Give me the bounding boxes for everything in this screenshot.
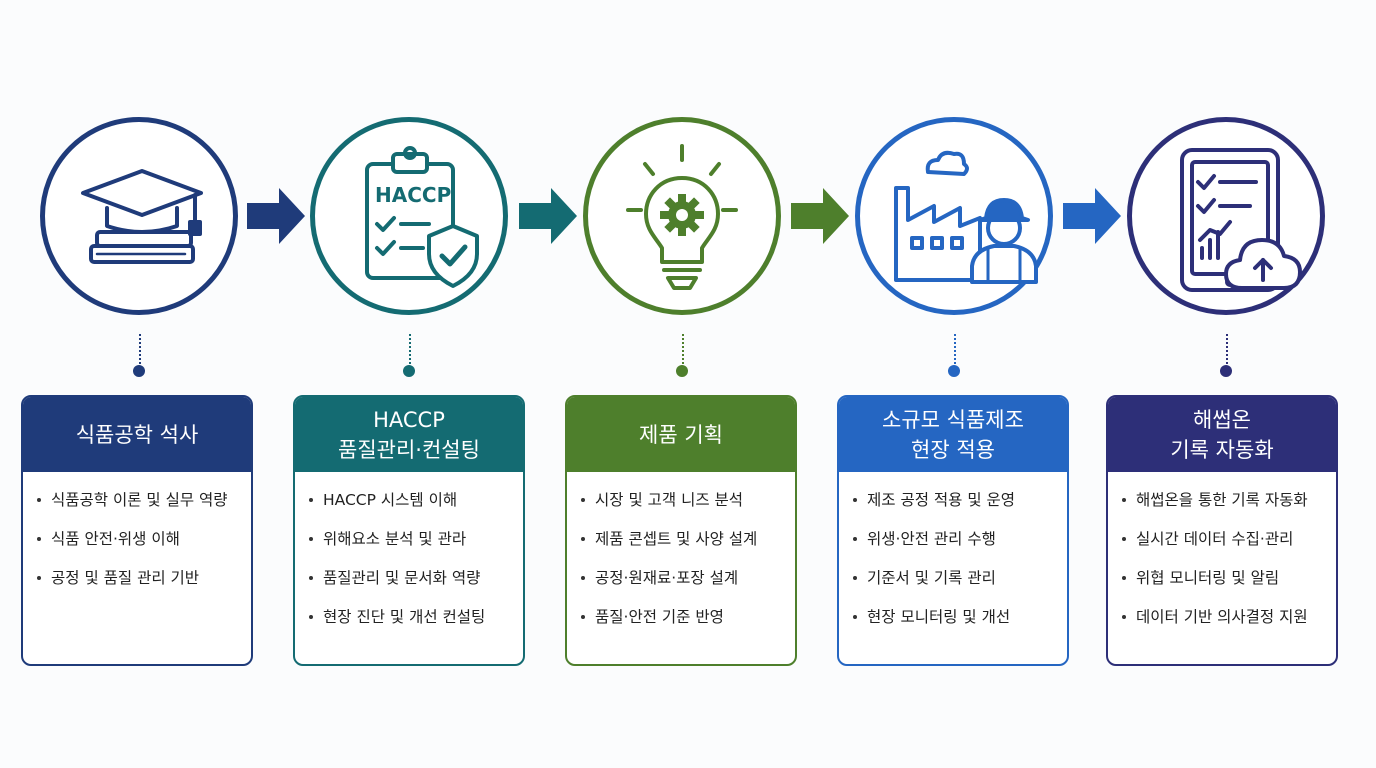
- list-item: 위생·안전 관리 수행: [853, 529, 1067, 568]
- graduation-cap-books-icon: [81, 169, 203, 264]
- list-item: 공정 및 품질 관리 기반: [37, 568, 251, 607]
- arrow-4-icon: [1063, 186, 1121, 246]
- list-item: 현장 진단 및 개선 컨설팅: [309, 607, 523, 646]
- list-item: 식품 안전·위생 이해: [37, 529, 251, 568]
- stage-5-connector: [1226, 334, 1228, 372]
- list-item: 기준서 및 기록 관리: [853, 568, 1067, 607]
- lightbulb-gear-icon: [626, 144, 738, 290]
- stage-1-list: 식품공학 이론 및 실무 역량 식품 안전·위생 이해 공정 및 품질 관리 기…: [23, 472, 251, 607]
- stage-5-list: 해썹온을 통한 기록 자동화 실시간 데이터 수집·관리 위협 모니터링 및 알…: [1108, 472, 1336, 646]
- list-item: 제조 공정 적용 및 운영: [853, 490, 1067, 529]
- stage-1-circle: [40, 117, 238, 315]
- stage-4-list: 제조 공정 적용 및 운영 위생·안전 관리 수행 기준서 및 기록 관리 현장…: [839, 472, 1067, 646]
- haccp-clipboard-shield-icon: HACCP: [365, 146, 479, 288]
- list-item: 시장 및 고객 니즈 분석: [581, 490, 795, 529]
- stage-5-card: 해썹온 기록 자동화 해썹온을 통한 기록 자동화 실시간 데이터 수집·관리 …: [1106, 395, 1338, 666]
- list-item: 품질관리 및 문서화 역량: [309, 568, 523, 607]
- stage-1-card: 식품공학 석사 식품공학 이론 및 실무 역량 식품 안전·위생 이해 공정 및…: [21, 395, 253, 666]
- tablet-checklist-cloud-icon: [1180, 148, 1302, 292]
- stage-1-dot: [133, 365, 145, 377]
- stage-2-circle: HACCP: [310, 117, 508, 315]
- stage-3-connector: [682, 334, 684, 372]
- stage-1-title: 식품공학 석사: [23, 397, 251, 472]
- arrow-2-icon: [519, 186, 577, 246]
- list-item: 위협 모니터링 및 알림: [1122, 568, 1336, 607]
- stage-2-dot: [403, 365, 415, 377]
- stage-5-circle: [1127, 117, 1325, 315]
- list-item: HACCP 시스템 이해: [309, 490, 523, 529]
- arrow-1-icon: [247, 186, 305, 246]
- stage-2-connector: [409, 334, 411, 372]
- stage-4-title: 소규모 식품제조 현장 적용: [839, 397, 1067, 472]
- stage-4-circle: [855, 117, 1053, 315]
- arrow-3-icon: [791, 186, 849, 246]
- stage-2-list: HACCP 시스템 이해 위해요소 분석 및 관라 품질관리 및 문서화 역량 …: [295, 472, 523, 646]
- stage-5-title: 해썹온 기록 자동화: [1108, 397, 1336, 472]
- list-item: 공정·원재료·포장 설계: [581, 568, 795, 607]
- list-item: 실시간 데이터 수집·관리: [1122, 529, 1336, 568]
- list-item: 제품 콘셉트 및 사양 설계: [581, 529, 795, 568]
- stage-4-dot: [948, 365, 960, 377]
- factory-worker-icon: [894, 150, 1038, 284]
- stage-3-list: 시장 및 고객 니즈 분석 제품 콘셉트 및 사양 설계 공정·원재료·포장 설…: [567, 472, 795, 646]
- list-item: 데이터 기반 의사결정 지원: [1122, 607, 1336, 646]
- list-item: 해썹온을 통한 기록 자동화: [1122, 490, 1336, 529]
- stage-3-dot: [676, 365, 688, 377]
- list-item: 현장 모니터링 및 개선: [853, 607, 1067, 646]
- haccp-label: HACCP: [375, 183, 451, 207]
- stage-4-connector: [954, 334, 956, 372]
- stage-3-card: 제품 기획 시장 및 고객 니즈 분석 제품 콘셉트 및 사양 설계 공정·원재…: [565, 395, 797, 666]
- stage-2-card: HACCP 품질관리·컨설팅 HACCP 시스템 이해 위해요소 분석 및 관라…: [293, 395, 525, 666]
- list-item: 식품공학 이론 및 실무 역량: [37, 490, 251, 529]
- list-item: 품질·안전 기준 반영: [581, 607, 795, 646]
- stage-3-circle: [583, 117, 781, 315]
- stage-5-dot: [1220, 365, 1232, 377]
- stage-2-title: HACCP 품질관리·컨설팅: [295, 397, 523, 472]
- stage-3-title: 제품 기획: [567, 397, 795, 472]
- stage-1-connector: [139, 334, 141, 372]
- list-item: 위해요소 분석 및 관라: [309, 529, 523, 568]
- stage-4-card: 소규모 식품제조 현장 적용 제조 공정 적용 및 운영 위생·안전 관리 수행…: [837, 395, 1069, 666]
